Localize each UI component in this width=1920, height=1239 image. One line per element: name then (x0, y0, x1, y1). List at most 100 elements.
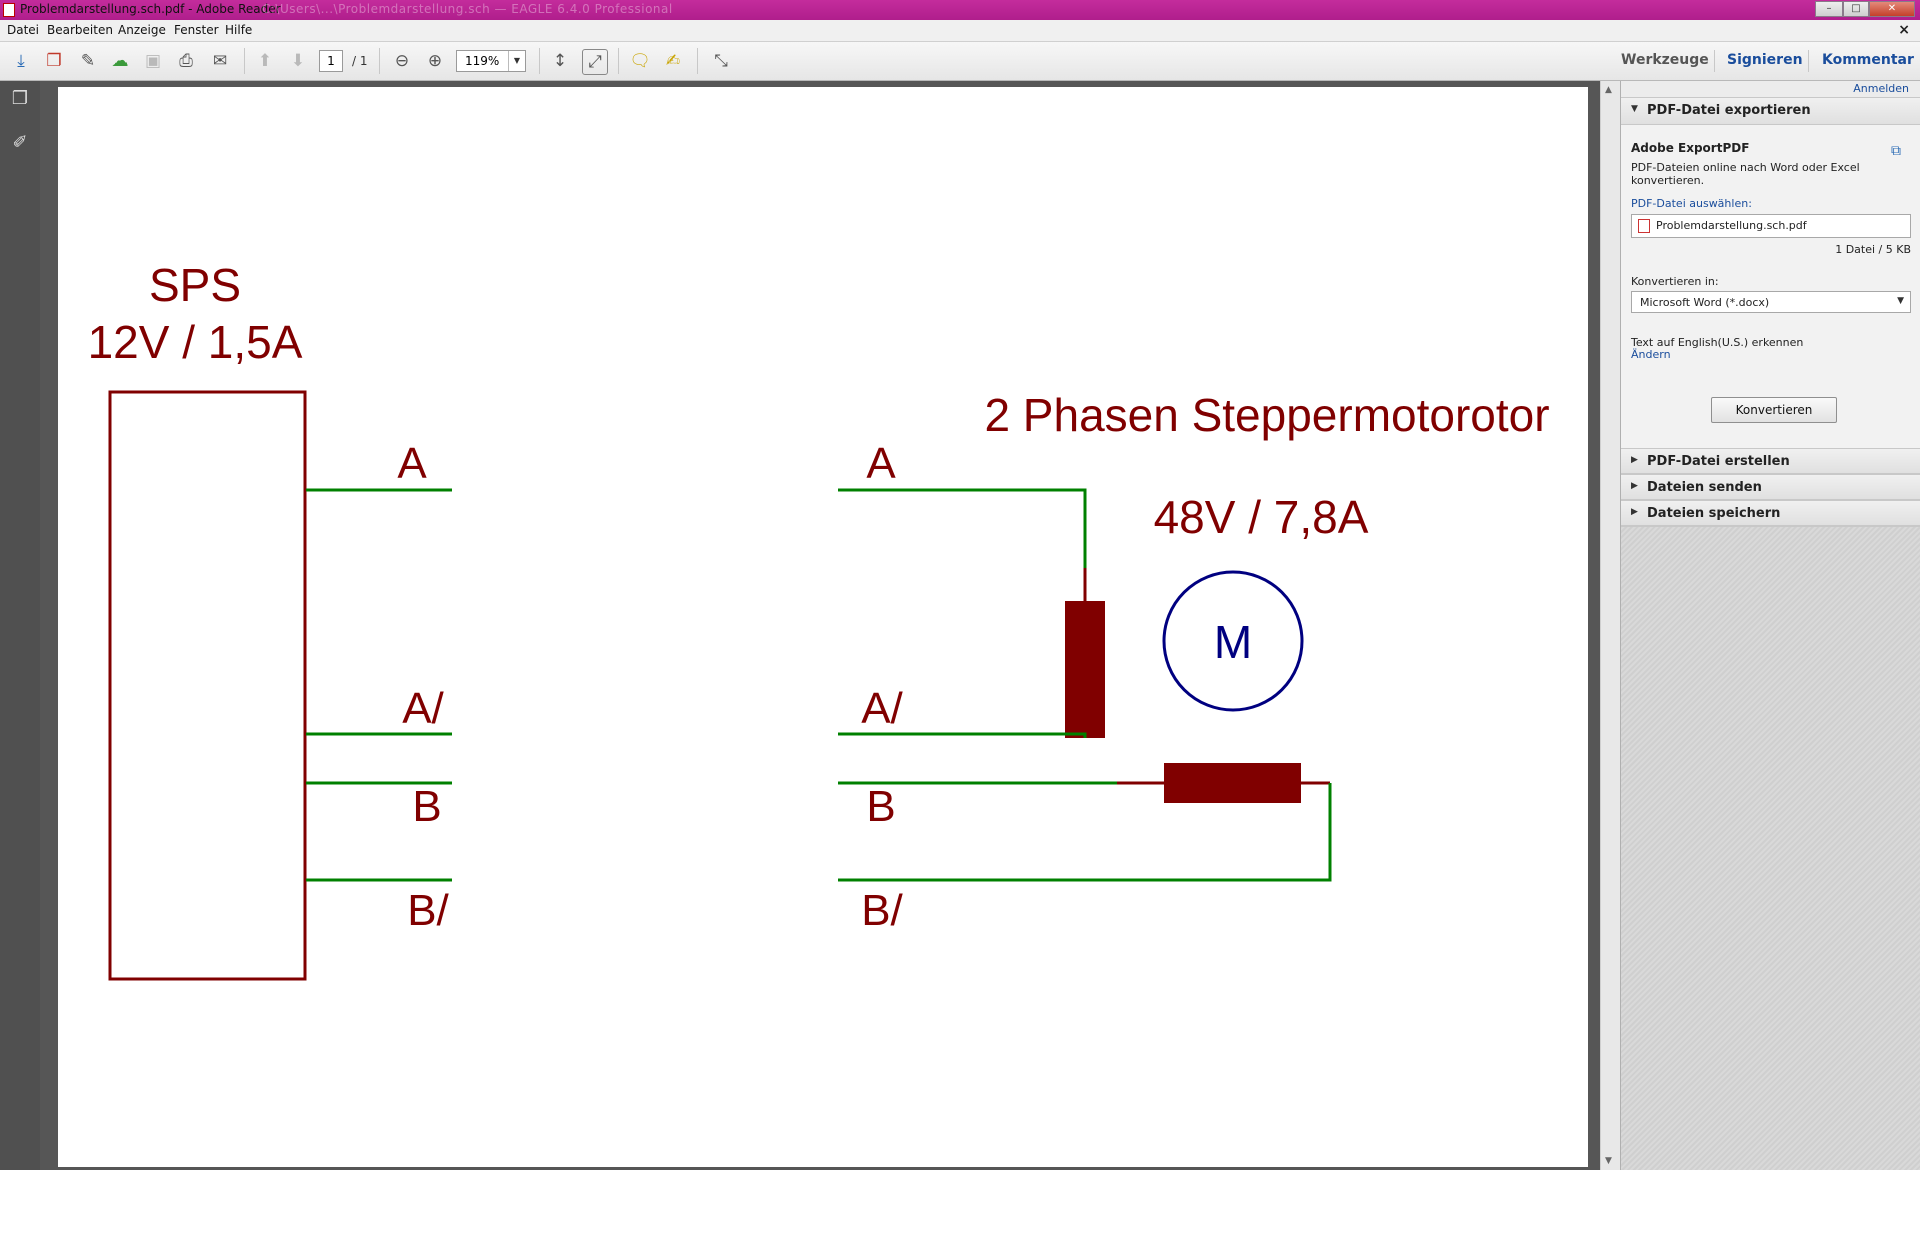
section-export-pdf[interactable]: ▼ PDF-Datei exportieren (1621, 97, 1920, 125)
comment-icon[interactable]: 🗨 (629, 51, 651, 71)
menu-fenster[interactable]: Fenster (174, 23, 219, 37)
pdf-app-icon (3, 3, 15, 17)
ocr-language-text: Text auf English(U.S.) erkennen (1631, 336, 1804, 349)
zoom-select[interactable]: 119% ▼ (456, 50, 526, 72)
motor-title: 2 Phasen Steppermotorotor (984, 389, 1549, 441)
tools-panel: Anmelden ▼ PDF-Datei exportieren Adobe E… (1620, 81, 1920, 1170)
convert-to-label: Konvertieren in: (1631, 275, 1719, 288)
section-create-pdf-label: PDF-Datei erstellen (1647, 454, 1790, 469)
section-export-pdf-label: PDF-Datei exportieren (1647, 103, 1811, 118)
zoom-in-icon[interactable]: ⊕ (427, 51, 443, 71)
chevron-right-icon: ▶ (1631, 455, 1638, 465)
motor-rating: 48V / 7,8A (1154, 491, 1369, 543)
menu-hilfe[interactable]: Hilfe (225, 23, 253, 37)
sign-in-link[interactable]: Anmelden (1853, 82, 1909, 95)
upload-cloud-icon[interactable]: ☁ (111, 51, 129, 71)
create-pdf-icon[interactable]: ⤓ (17, 51, 25, 71)
export-desc-line1: PDF-Dateien online nach Word oder Excel (1631, 161, 1860, 174)
page-number-input[interactable]: 1 (319, 50, 343, 72)
file-select-field[interactable]: Problemdarstellung.sch.pdf (1631, 214, 1911, 238)
export-title: Adobe ExportPDF (1631, 141, 1750, 155)
sign-link[interactable]: Signieren (1727, 52, 1803, 68)
section-store-files[interactable]: ▶ Dateien speichern (1621, 500, 1920, 526)
menu-datei[interactable]: Datei (7, 23, 40, 37)
navigation-pane: ❐ ✐ (0, 81, 40, 1170)
file-name: Problemdarstellung.sch.pdf (1656, 219, 1807, 232)
motor-pin-b-bar: B/ (861, 886, 903, 935)
section-send-files-label: Dateien senden (1647, 480, 1762, 495)
toolbar-separator (1808, 50, 1809, 72)
sps-pin-b: B (412, 782, 441, 831)
minimize-button[interactable]: – (1815, 1, 1843, 17)
sps-title: SPS (149, 259, 241, 311)
tools-link[interactable]: Werkzeuge (1621, 52, 1709, 68)
toolbar-separator (618, 48, 619, 74)
motor-wire-a (838, 488, 1087, 568)
convert-button[interactable]: Konvertieren (1711, 397, 1837, 423)
mail-icon[interactable]: ✉ (212, 51, 228, 71)
menu-bearbeiten[interactable]: Bearbeiten (47, 23, 113, 37)
chevron-right-icon: ▶ (1631, 481, 1638, 491)
previous-page-icon[interactable]: ⬆ (257, 51, 273, 71)
edit-icon[interactable]: ✎ (80, 51, 96, 71)
format-value: Microsoft Word (*.docx) (1640, 296, 1770, 309)
panel-header: Anmelden (1621, 81, 1920, 97)
change-link[interactable]: Ändern (1631, 348, 1671, 361)
chevron-down-icon: ▼ (1631, 104, 1638, 114)
coil-b (1164, 763, 1301, 803)
close-window-button[interactable]: ✕ (1869, 1, 1915, 17)
pdf-file-icon (1638, 219, 1650, 233)
chevron-down-icon: ▼ (1897, 296, 1904, 306)
comment-link[interactable]: Kommentar (1822, 52, 1914, 68)
fit-page-icon[interactable]: ↕ (552, 51, 568, 71)
toolbar: ⤓ ❐ ✎ ☁ ▣ ⎙ ✉ ⬆ ⬇ 1 / 1 ⊖ ⊕ 119% ▼ ↕ ⤢ 🗨… (0, 42, 1920, 81)
pages-icon[interactable]: ❐ (11, 88, 29, 109)
motor-pin-b: B (866, 782, 895, 831)
sps-block (108, 390, 307, 981)
zoom-out-icon[interactable]: ⊖ (394, 51, 410, 71)
pdf-page: SPS 12V / 1,5A A A/ B B/ 2 Phasen Steppe… (58, 87, 1588, 1167)
maximize-button[interactable]: □ (1843, 1, 1869, 17)
toolbar-separator (697, 48, 698, 74)
motor-pin-a-bar: A/ (861, 684, 903, 733)
close-document-button[interactable]: × (1898, 22, 1910, 38)
scroll-thumb[interactable] (1604, 99, 1617, 1239)
window-title: Problemdarstellung.sch.pdf - Adobe Reade… (20, 2, 281, 16)
menu-bar: Datei Bearbeiten Anzeige Fenster Hilfe × (0, 20, 1920, 42)
fit-width-icon[interactable]: ⤢ (582, 49, 608, 75)
sps-pin-a-bar: A/ (402, 684, 444, 733)
pdf-tools-icon[interactable]: ❐ (46, 51, 62, 71)
motor-wire-b-bar (838, 783, 1332, 882)
menu-anzeige[interactable]: Anzeige (118, 23, 166, 37)
export-desc-line2: konvertieren. (1631, 174, 1705, 187)
next-page-icon[interactable]: ⬇ (290, 51, 306, 71)
choose-file-label: PDF-Datei auswählen: (1631, 197, 1752, 210)
chevron-right-icon: ▶ (1631, 507, 1638, 517)
fullscreen-icon[interactable]: ⤡ (714, 51, 728, 71)
zoom-value: 119% (465, 54, 500, 68)
sps-pin-a: A (397, 439, 427, 488)
chevron-down-icon[interactable]: ▼ (508, 51, 525, 71)
coil-a (1065, 601, 1105, 738)
toolbar-separator (539, 48, 540, 74)
toolbar-separator (244, 48, 245, 74)
export-icon[interactable]: ⧉ (1891, 143, 1901, 159)
motor-symbol-label: M (1214, 616, 1252, 668)
save-icon[interactable]: ▣ (144, 51, 162, 71)
format-select[interactable]: Microsoft Word (*.docx) ▼ (1631, 291, 1911, 313)
motor-wire-a-bar (838, 732, 1087, 738)
section-create-pdf[interactable]: ▶ PDF-Datei erstellen (1621, 448, 1920, 474)
toolbar-separator (1714, 50, 1715, 72)
section-send-files[interactable]: ▶ Dateien senden (1621, 474, 1920, 500)
highlight-icon[interactable]: ✍ (665, 51, 681, 71)
sps-rating: 12V / 1,5A (88, 316, 303, 368)
vertical-scrollbar[interactable]: ▲ ▼ (1600, 81, 1620, 1170)
scroll-down-icon[interactable]: ▼ (1605, 1156, 1612, 1166)
print-icon[interactable]: ⎙ (179, 51, 193, 71)
scroll-up-icon[interactable]: ▲ (1605, 85, 1612, 95)
page-total: / 1 (352, 54, 368, 68)
toolbar-separator (379, 48, 380, 74)
sps-pin-b-bar: B/ (407, 886, 449, 935)
motor-symbol (1162, 570, 1304, 712)
attachment-icon[interactable]: ✐ (12, 132, 28, 153)
